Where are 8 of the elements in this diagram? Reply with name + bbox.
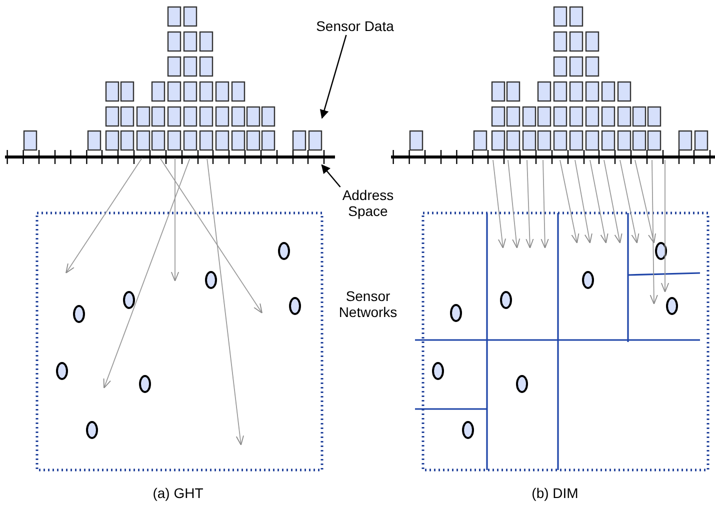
figure-caption: (b) DIM: [530, 485, 580, 501]
leader-arrow: [320, 34, 347, 119]
region-label: Sensor Networks: [338, 288, 398, 320]
figure-caption: (a) GHT: [152, 485, 204, 501]
callout-label: Sensor Data: [300, 18, 410, 34]
leader-arrow: [321, 164, 341, 188]
address-axis: [5, 150, 335, 164]
callout-label: Address Space: [335, 187, 401, 219]
